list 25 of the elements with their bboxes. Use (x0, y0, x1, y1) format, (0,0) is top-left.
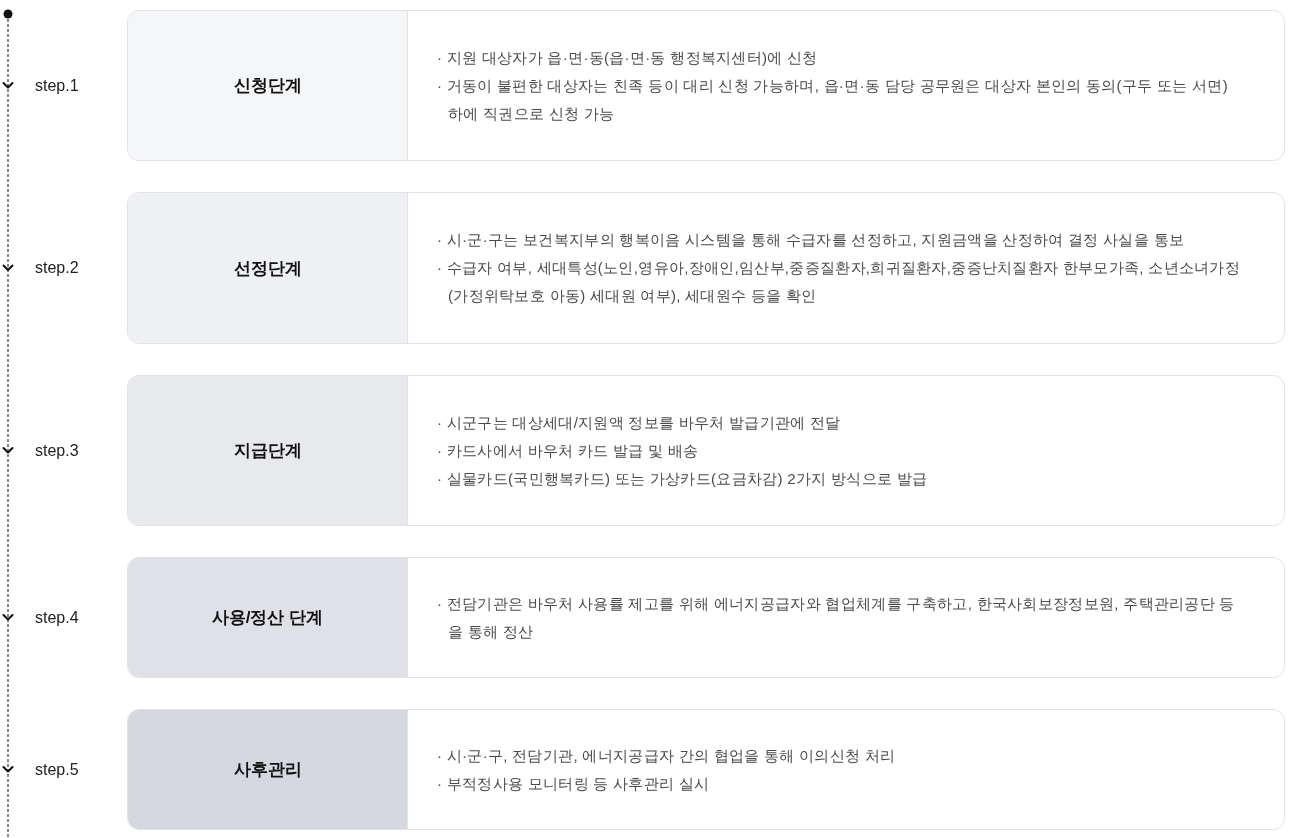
step-label: step.3 (35, 440, 79, 461)
bullet-text: · 시군구는 대상세대/지원액 정보를 바우처 발급기관에 전달 (437, 412, 842, 433)
bullet-text: · 시·군·구, 전담기관, 에너지공급자 간의 협업을 통해 이의신청 처리 (437, 745, 897, 766)
step-label: step.1 (35, 75, 79, 96)
step-title: 사용/정산 단계 (211, 607, 324, 629)
bullet-text: · 거동이 불편한 대상자는 친족 등이 대리 신청 가능하며, 읍·면·동 담당 공무원은 대상자 본인의 동의(구두 또는 서면) 하에 직권으로 신청 가능 (437, 75, 1229, 124)
bullet-text: · 시·군·구는 보건복지부의 행복이음 시스템을 통해 수급자를 선정하고, 지원금액을 산정하여 결정 사실을 통보 (437, 230, 1186, 250)
step-title: 지급단계 (233, 440, 302, 462)
step-title: 선정단계 (233, 257, 302, 280)
step-card (127, 192, 1285, 344)
bullet-text: · 카드사에서 바우처 카드 발급 및 배송 (437, 440, 700, 461)
bullet-text: · 부적정사용 모니터링 등 사후관리 실시 (437, 773, 711, 794)
step-card (127, 10, 1285, 161)
step-title: 신청단계 (233, 75, 302, 97)
bullet-text: · 실물카드(국민행복카드) 또는 가상카드(요금차감) 2가지 방식으로 발급 (437, 468, 929, 489)
step-card (127, 557, 1285, 678)
bullet-text: · 전담기관은 바우처 사용률 제고를 위해 에너지공급자와 협업체계를 구축하고, 한국사회보장정보원, 주택관리공단 등을 통해 정산 (437, 593, 1236, 642)
bullet-text: · 수급자 여부, 세대특성(노인,영유아,장애인,임산부,중증질환자,희귀질환자,중증난치질환자 한부모가족, 소년소녀가정(가정위탁보호 아동) 세대원 여부), 세대원수 등을 확인 (437, 258, 1242, 306)
step-card (127, 375, 1285, 526)
step-label: step.4 (35, 607, 79, 628)
step-card (127, 709, 1285, 830)
step-label: step.5 (35, 759, 79, 780)
bullet-text: · 지원 대상자가 읍·면·동(읍·면·동 행정복지센터)에 신청 (437, 47, 819, 68)
step-title: 사후관리 (233, 759, 302, 781)
step-label: step.2 (35, 258, 79, 278)
